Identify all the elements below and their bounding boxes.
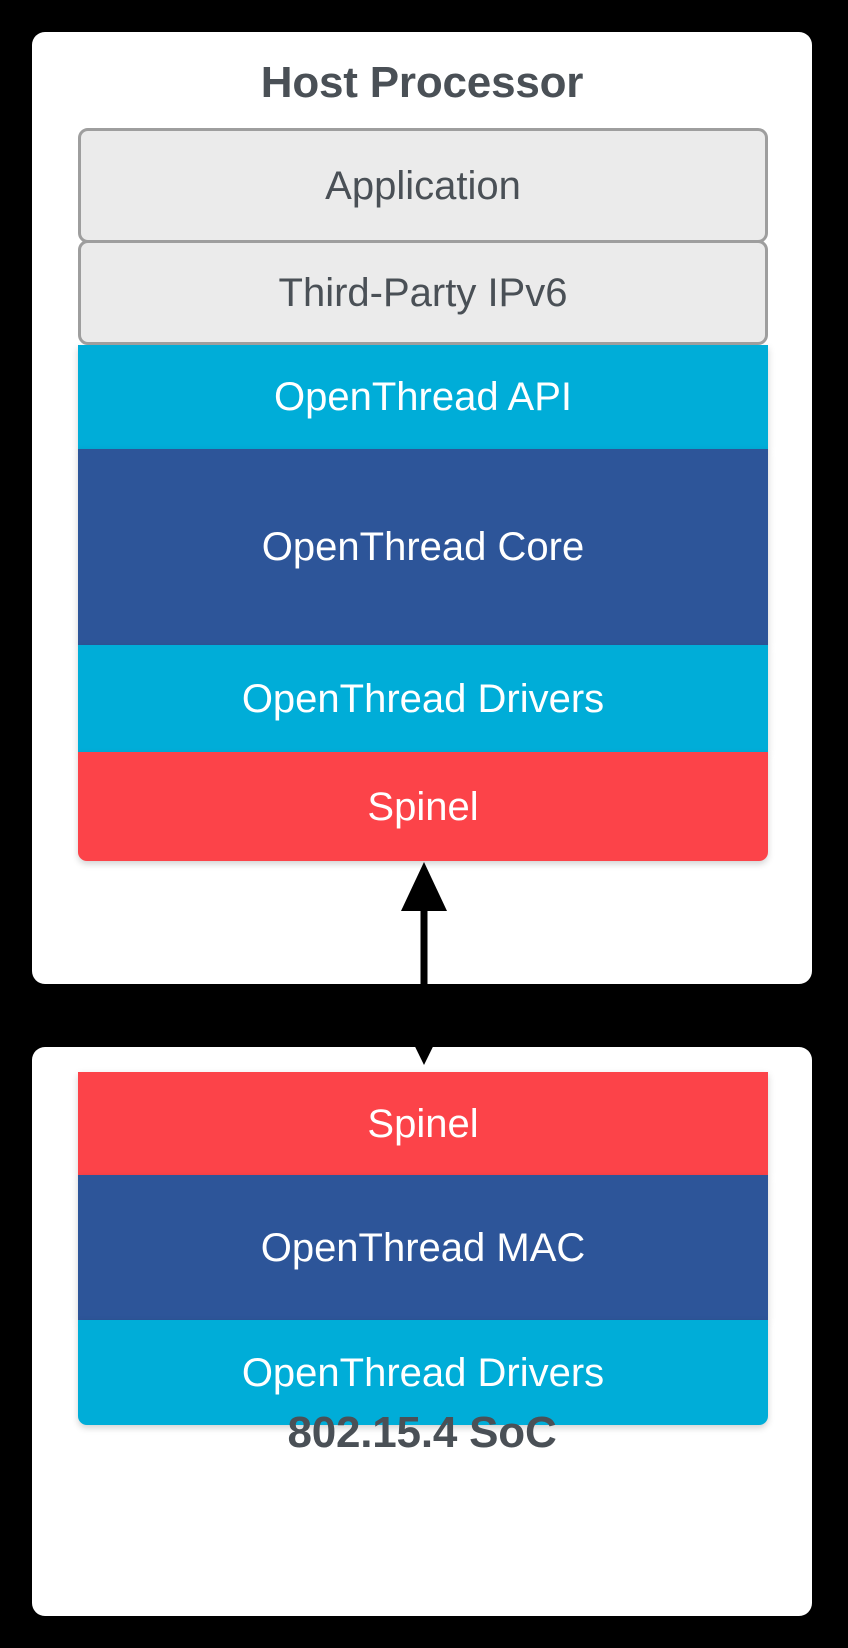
layer-third-party-ipv6: Third-Party IPv6	[78, 240, 768, 345]
layer-application: Application	[78, 128, 768, 243]
layer-openthread-api: OpenThread API	[78, 345, 768, 449]
soc-title: 802.15.4 SoC	[287, 1408, 557, 1457]
layer-label: OpenThread API	[274, 375, 572, 419]
layer-label: OpenThread Drivers	[241, 1350, 605, 1395]
layer-openthread-mac: OpenThread MAC	[78, 1175, 768, 1320]
layer-label: Spinel	[367, 1101, 479, 1146]
layer-label: Spinel	[367, 784, 479, 829]
layer-label: Third-Party IPv6	[278, 270, 568, 315]
layer-spinel: Spinel	[78, 1072, 768, 1175]
layer-openthread-drivers: OpenThread Drivers	[78, 645, 768, 752]
host-processor-title: Host Processor	[260, 58, 584, 107]
layer-openthread-drivers: OpenThread Drivers	[78, 1320, 768, 1425]
layer-label: OpenThread MAC	[260, 1225, 586, 1270]
layer-openthread-core: OpenThread Core	[78, 449, 768, 645]
layer-label: Application	[325, 163, 521, 208]
layer-spinel: Spinel	[78, 752, 768, 861]
layer-label: OpenThread Drivers	[241, 676, 605, 721]
layer-label: OpenThread Core	[261, 525, 585, 569]
